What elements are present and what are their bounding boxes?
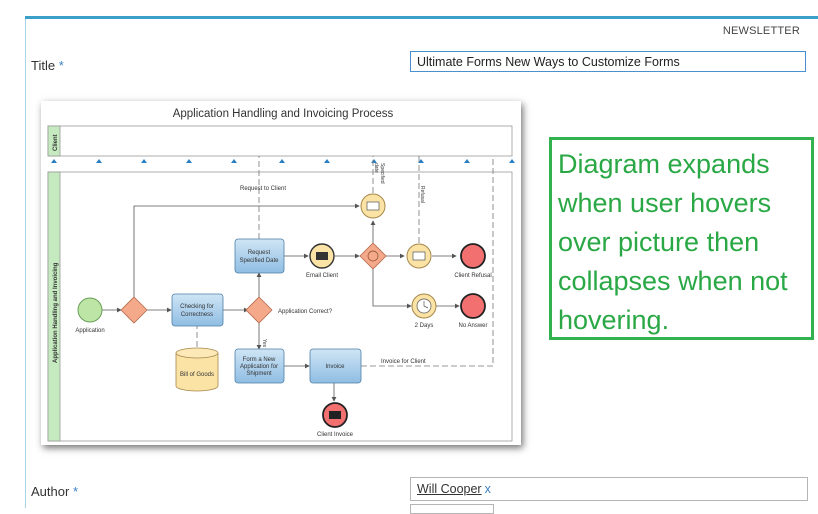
data-store-label: Bill of Goods <box>180 372 214 378</box>
task-form-new-label-2: Application for <box>240 364 278 370</box>
author-required-marker: * <box>72 484 78 499</box>
decision-gateway <box>245 296 273 324</box>
task-request-date-label-2: Specified Date <box>239 258 279 264</box>
decision-gateway-label: Application Correct? <box>278 309 333 315</box>
author-name-link[interactable]: Will Cooper <box>417 482 482 496</box>
task-invoice-label: Invoice <box>325 364 345 370</box>
top-accent-bar <box>25 16 818 19</box>
invoice-for-client-label: Invoice for Client <box>381 359 426 365</box>
process-diagram-image[interactable]: Application Handling and Invoicing Proce… <box>41 101 521 445</box>
start-event-label: Application <box>75 328 104 334</box>
merge-gateway <box>120 296 148 324</box>
task-form-new <box>234 348 285 384</box>
start-event <box>77 297 103 323</box>
specified-date-label-2: date <box>373 163 379 173</box>
specified-date-envelope-icon <box>366 201 380 211</box>
title-input[interactable] <box>410 51 806 72</box>
data-store <box>175 353 219 392</box>
task-invoice <box>309 348 362 384</box>
refusal-label: Refusal <box>419 186 425 203</box>
section-label: NEWSLETTER <box>722 25 800 37</box>
main-lane-label: Application Handling and Invoicing <box>53 262 59 363</box>
author-label-text: Author <box>31 484 70 499</box>
yes-flow-label: Yes <box>261 339 267 348</box>
flow-connectors <box>102 203 460 402</box>
author-remove-button[interactable]: x <box>484 482 491 496</box>
event-gateway-marker <box>367 250 379 262</box>
specified-date-label-1: Specified <box>379 163 385 184</box>
email-client-icon <box>316 252 328 260</box>
no-answer-end <box>460 293 486 319</box>
hover-callout: Diagram expands when user hovers over pi… <box>549 137 814 340</box>
timer-clock-hands <box>423 301 429 309</box>
data-store-top <box>175 347 219 359</box>
task-request-date-label-1: Request <box>248 250 271 256</box>
author-label: Author * <box>31 484 78 499</box>
message-flows <box>196 156 494 367</box>
task-checking <box>171 293 224 327</box>
task-checking-label-2: Correctness <box>181 312 213 318</box>
request-to-client-label: Request to Client <box>240 186 286 192</box>
client-lane-header <box>47 125 61 157</box>
left-rule <box>25 19 26 508</box>
title-label: Title * <box>31 58 64 73</box>
client-lane-label: Client <box>53 134 59 151</box>
required-marker: * <box>58 58 64 73</box>
no-answer-label: No Answer <box>458 323 487 329</box>
task-checking-label-1: Checking for <box>180 304 214 310</box>
email-client-label: Email Client <box>306 273 338 279</box>
diagram-title: Application Handling and Invoicing Proce… <box>173 108 394 120</box>
client-refusal-end <box>460 243 486 269</box>
refusal-envelope-icon <box>412 251 426 261</box>
title-label-text: Title <box>31 58 56 73</box>
lane-tick-markers <box>51 159 515 163</box>
task-form-new-label-3: Shipment <box>246 371 272 377</box>
event-based-gateway <box>359 242 387 270</box>
main-lane-header <box>47 171 61 442</box>
client-refusal-label: Client Refusal <box>454 273 491 279</box>
task-request-date <box>234 238 285 274</box>
next-field-stub[interactable] <box>410 504 494 514</box>
client-invoice-label: Client Invoice <box>317 432 354 438</box>
timer-label: 2 Days <box>415 323 434 329</box>
task-form-new-label-1: Form a New <box>243 357 276 363</box>
process-diagram: Application Handling and Invoicing Proce… <box>41 101 521 445</box>
client-invoice-envelope-icon <box>329 411 341 419</box>
